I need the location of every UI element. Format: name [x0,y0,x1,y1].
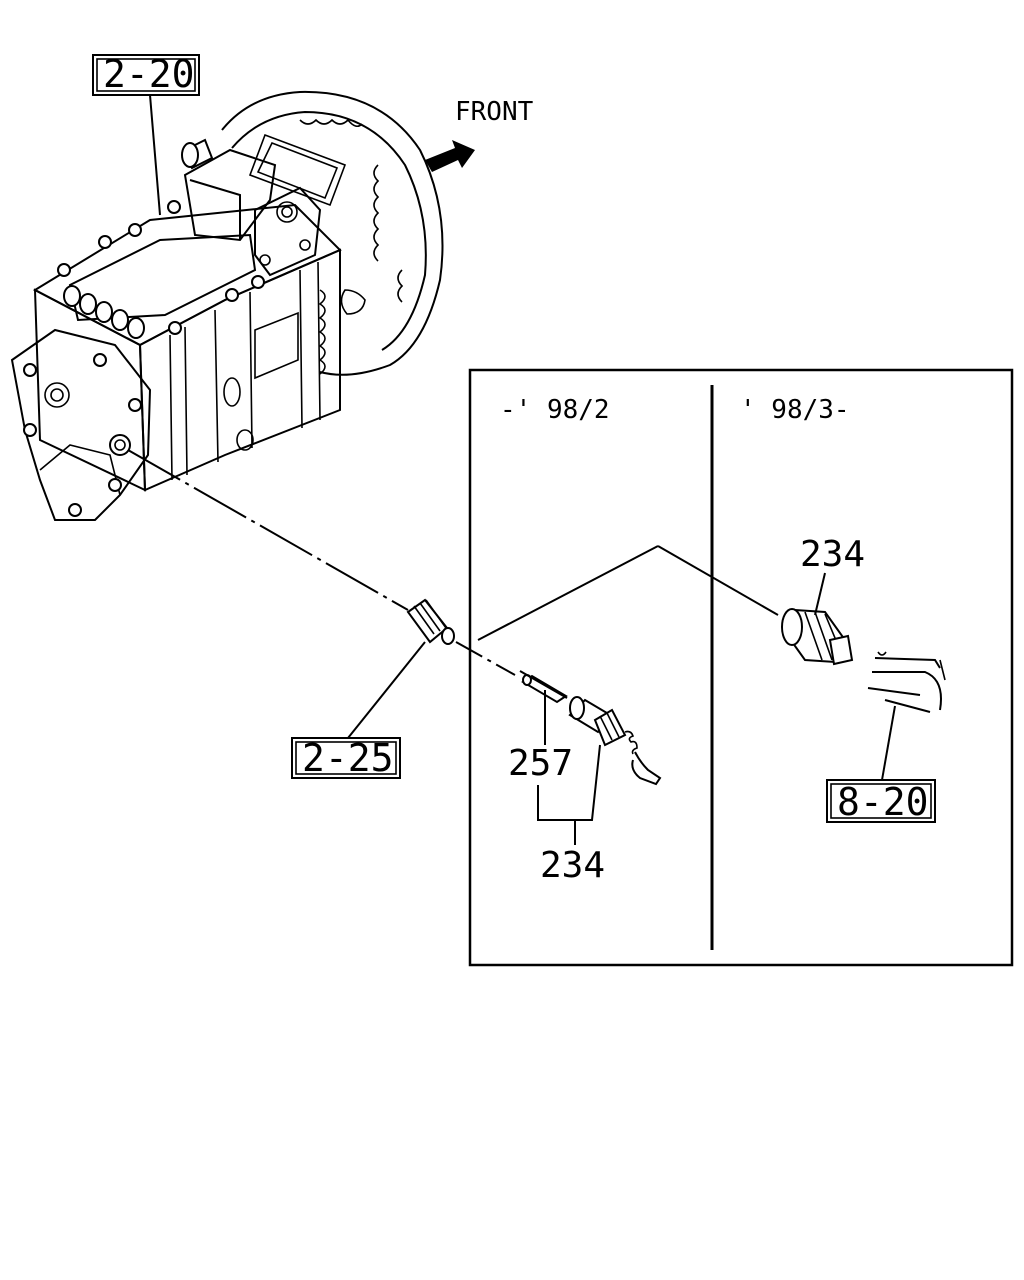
callout-2-20-label: 2-20 [103,52,195,96]
switch-234-right-drawing [781,608,854,666]
period-label-left: -' 98/2 [500,395,610,425]
period-label-right: ' 98/3- [740,395,850,425]
part-257-label: 257 [508,743,573,784]
bracket-8-20-drawing [867,651,946,713]
part-234-left-label: 234 [540,845,605,886]
callout-8-20-label: 8-20 [837,780,929,824]
switch-234-left-drawing [519,670,662,786]
part-234-right-label: 234 [800,534,865,575]
callout-2-25-label: 2-25 [302,736,394,780]
callout-2-20: 2-20 [92,52,200,216]
transmission-drawing [10,90,444,521]
fitting-2-25-drawing [406,598,455,645]
front-arrow-icon [425,140,475,172]
callout-8-20: 8-20 [826,705,936,824]
front-label: FRONT [455,97,534,127]
detail-frame [468,368,1014,967]
callout-2-25: 2-25 [291,641,426,780]
